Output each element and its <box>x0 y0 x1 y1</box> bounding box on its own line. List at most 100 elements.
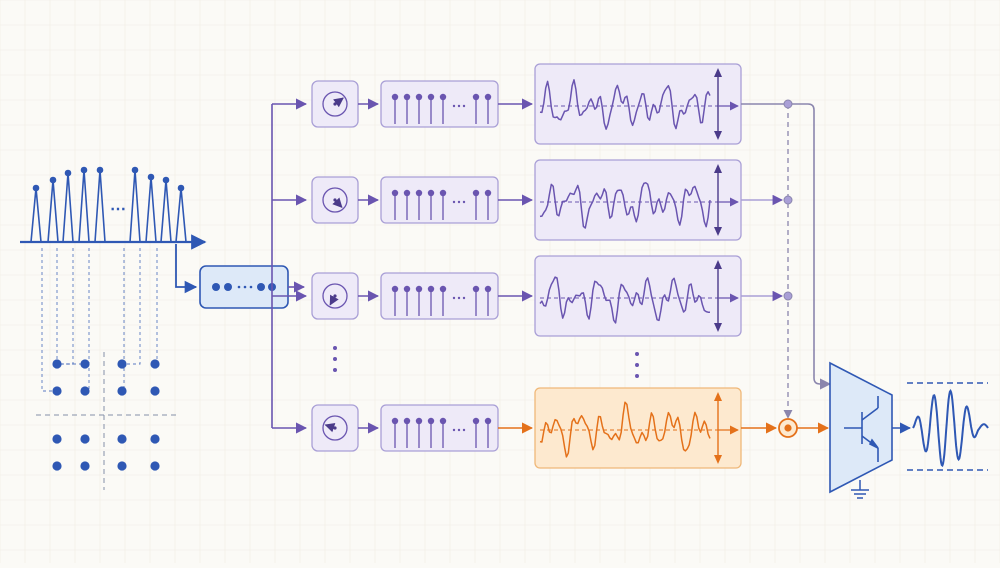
peak-arrow-down <box>714 455 722 464</box>
sample-sequence-icon <box>391 189 492 220</box>
branch1-to-amplifier-line <box>741 103 832 390</box>
constellation-point <box>150 461 160 471</box>
stream-ellipsis-dot <box>237 285 241 289</box>
phase-center <box>333 294 337 298</box>
bus-node <box>783 291 793 301</box>
mapping-guide-line <box>155 248 158 365</box>
impulse-dot <box>147 173 155 181</box>
sample-dot <box>415 417 423 425</box>
sample-dot <box>484 417 492 425</box>
samples-box[interactable] <box>380 404 499 452</box>
mapping-guide-line <box>56 248 85 365</box>
input-to-splitter-arrow <box>175 244 198 294</box>
impulse-spike <box>62 172 74 243</box>
constellation-point <box>150 386 160 396</box>
phase-center <box>333 426 337 430</box>
impulse-dot <box>96 166 104 174</box>
samples-box[interactable] <box>380 272 499 320</box>
power-amplifier-icon[interactable] <box>829 361 893 499</box>
impulse-dot <box>177 184 185 192</box>
sample-dot <box>439 93 447 101</box>
sample-ellipsis-dot <box>452 104 456 108</box>
sample-sequence-icon <box>391 285 492 316</box>
phase-vector <box>329 294 339 306</box>
sample-dot <box>427 93 435 101</box>
sample-dot <box>439 285 447 293</box>
constellation-grid-icon <box>36 248 180 490</box>
sample-dot <box>391 417 399 425</box>
transistor-icon <box>844 396 879 462</box>
samples-box[interactable] <box>380 176 499 224</box>
waveform-box[interactable] <box>534 63 742 145</box>
sample-ellipsis-dot <box>457 296 461 300</box>
stream-dot <box>212 283 220 291</box>
phase-circle <box>322 415 348 441</box>
phase-vector <box>333 97 344 108</box>
waveform-trace <box>539 276 711 324</box>
peak-arrow-down <box>714 131 722 140</box>
constellation-point <box>117 434 127 444</box>
peak-arrow-up <box>714 164 722 173</box>
impulse-spike <box>129 169 141 243</box>
mapping-guide-line <box>122 248 125 392</box>
stream-dot <box>257 283 265 291</box>
sample-dot <box>415 285 423 293</box>
phase-vector <box>324 422 336 433</box>
sample-dot <box>427 417 435 425</box>
impulse-dot <box>80 166 88 174</box>
output-waveform <box>912 388 989 468</box>
phase-vector <box>332 197 343 209</box>
phase-circle <box>322 187 348 213</box>
sample-dot <box>415 189 423 197</box>
sample-ellipsis-dot <box>457 200 461 204</box>
sample-dot <box>403 189 411 197</box>
phase-rotation-icon <box>322 187 348 213</box>
impulse-spike <box>30 187 42 243</box>
sample-dot <box>403 93 411 101</box>
sample-sequence-icon <box>391 417 492 448</box>
sample-ellipsis-dot <box>462 296 466 300</box>
symbol-splitter-block[interactable] <box>199 265 289 309</box>
sample-dot <box>472 93 480 101</box>
phase-center <box>333 102 337 106</box>
waveform-trace <box>539 79 711 130</box>
branch-ellipsis <box>333 346 639 378</box>
mapping-guide-line <box>57 248 74 365</box>
stream-ellipsis-dot <box>243 285 247 289</box>
constellation-point <box>52 434 62 444</box>
sample-dot <box>391 285 399 293</box>
branch-4[interactable] <box>272 387 742 469</box>
sample-ellipsis-dot <box>457 104 461 108</box>
sample-dot <box>391 93 399 101</box>
samples-box[interactable] <box>380 80 499 128</box>
combiner-node-center <box>784 424 792 432</box>
waveform-trace <box>539 401 711 458</box>
branch-1[interactable] <box>272 63 742 145</box>
sample-dot <box>439 417 447 425</box>
subcarrier-waveform-icon <box>539 392 739 464</box>
impulse-spike <box>78 169 90 243</box>
phase-rotation-icon <box>322 283 348 309</box>
waveform-box[interactable] <box>534 159 742 241</box>
sample-dot <box>472 285 480 293</box>
signal-combiner-icon[interactable] <box>741 99 832 438</box>
sample-ellipsis-dot <box>452 296 456 300</box>
peak-arrow-down <box>714 323 722 332</box>
constellation-point <box>80 434 90 444</box>
sample-ellipsis-dot <box>462 104 466 108</box>
branch-2[interactable] <box>272 159 742 241</box>
branch-3[interactable] <box>272 255 742 337</box>
stream-ellipsis-dot <box>249 285 253 289</box>
phase-circle <box>322 91 348 117</box>
constellation-point <box>117 461 127 471</box>
sample-sequence-icon <box>391 93 492 124</box>
constellation-point <box>80 359 90 369</box>
impulse-spike <box>145 176 157 243</box>
constellation-point <box>150 359 160 369</box>
sample-dot <box>439 189 447 197</box>
phase-rotation-icon <box>322 415 348 441</box>
stream-dot <box>224 283 232 291</box>
mapping-guide-line <box>85 248 90 392</box>
